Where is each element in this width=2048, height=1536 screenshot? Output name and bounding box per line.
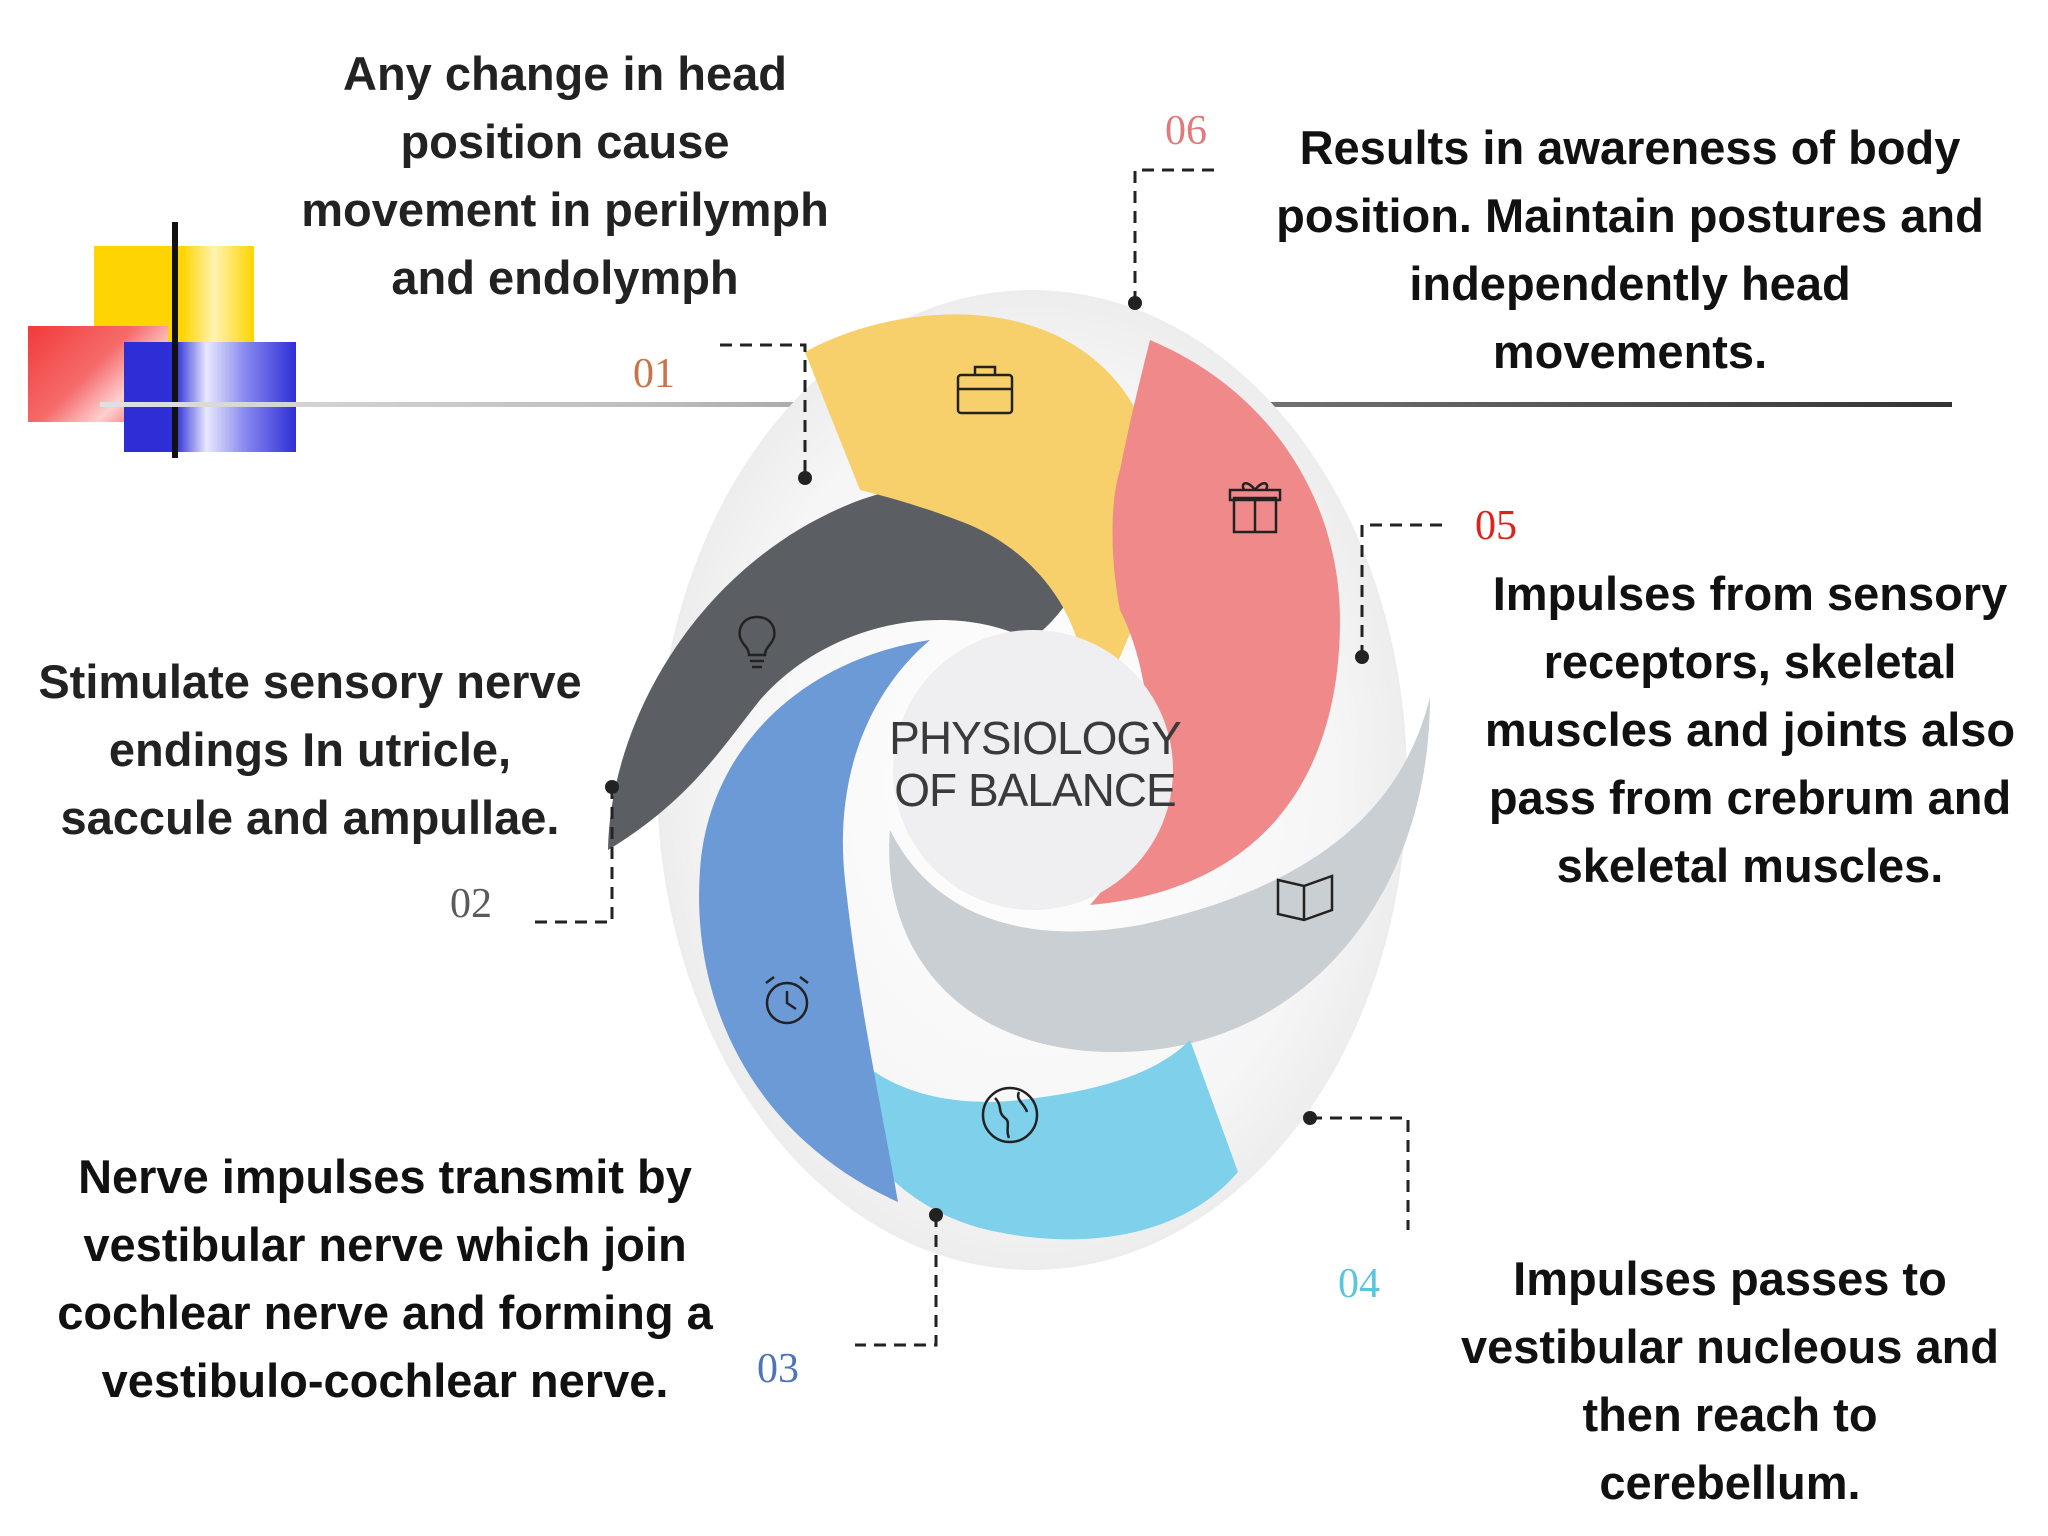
segment-dark-gray [608, 482, 1100, 850]
step-text-03: Nerve impulses transmit by vestibular ne… [20, 1143, 750, 1415]
connector-01 [720, 343, 807, 478]
step-01-line-4: and endolymph [391, 251, 739, 304]
diagram-title-line-2: OF BALANCE [894, 764, 1176, 816]
step-04-line-4: cerebellum. [1599, 1456, 1861, 1509]
connector-03 [855, 1215, 938, 1347]
step-05-line-3: muscles and joints also [1484, 703, 2016, 756]
step-text-06: Results in awareness of body position. M… [1250, 114, 2010, 386]
step-number-03: 03 [757, 1346, 799, 1392]
step-text-05: Impulses from sensory receptors, skeleta… [1460, 560, 2040, 900]
globe-icon [981, 1086, 1039, 1144]
segment-blue [699, 640, 930, 1202]
step-05-line-5: skeletal muscles. [1556, 839, 1944, 892]
connector-02 [530, 787, 614, 924]
step-03-line-4: vestibulo-cochlear nerve. [101, 1354, 669, 1407]
step-01-line-2: position cause [400, 115, 730, 168]
open-book-icon [1276, 874, 1334, 922]
step-01-line-3: movement in perilymph [301, 183, 829, 236]
step-number-04: 04 [1338, 1261, 1380, 1307]
step-02-line-3: saccule and ampullae. [60, 791, 560, 844]
step-number-05: 05 [1475, 503, 1517, 549]
step-06-line-4: movements. [1492, 325, 1768, 378]
connector-04 [1310, 1116, 1410, 1230]
connector-05 [1360, 523, 1450, 657]
connector-06 [1133, 168, 1220, 303]
step-04-line-1: Impulses passes to [1513, 1252, 1947, 1305]
step-text-02: Stimulate sensory nerve endings In utric… [10, 648, 610, 852]
step-06-line-3: independently head [1409, 257, 1851, 310]
diagram-title: PHYSIOLOGY OF BALANCE [880, 712, 1190, 816]
step-text-04: Impulses passes to vestibular nucleous a… [1440, 1245, 2020, 1517]
connector-dot-05 [1355, 650, 1369, 664]
connector-lines [530, 168, 1450, 1347]
step-05-line-2: receptors, skeletal [1543, 635, 1957, 688]
step-02-line-1: Stimulate sensory nerve [38, 655, 582, 708]
diagram-title-line-1: PHYSIOLOGY [889, 712, 1182, 764]
step-03-line-2: vestibular nerve which join [83, 1218, 687, 1271]
decorative-logo [28, 222, 296, 458]
logo-vertical-line [172, 222, 178, 458]
step-04-line-2: vestibular nucleous and [1460, 1320, 2000, 1373]
step-01-line-1: Any change in head [343, 47, 787, 100]
center-circle [893, 630, 1173, 910]
step-06-line-1: Results in awareness of body [1299, 121, 1961, 174]
connector-dot-01 [798, 471, 812, 485]
step-number-01: 01 [633, 351, 675, 397]
segment-light-blue [827, 1010, 1238, 1240]
step-number-02: 02 [450, 881, 492, 927]
connector-dots [605, 296, 1369, 1222]
lightbulb-icon [738, 615, 776, 669]
gift-box-icon [1228, 482, 1282, 534]
step-04-line-3: then reach to [1582, 1388, 1878, 1441]
step-06-line-2: position. Maintain postures and [1276, 189, 1984, 242]
step-03-line-3: cochlear nerve and forming a [57, 1286, 713, 1339]
connector-dot-04 [1303, 1111, 1317, 1125]
connector-dot-06 [1128, 296, 1142, 310]
segment-yellow [805, 314, 1154, 697]
step-number-06: 06 [1165, 108, 1207, 154]
logo-blue-block [124, 342, 296, 452]
step-02-line-2: endings In utricle, [108, 723, 512, 776]
connector-dot-03 [929, 1208, 943, 1222]
segment-silver [889, 697, 1430, 1053]
step-05-line-1: Impulses from sensory [1492, 567, 2008, 620]
briefcase-icon [956, 365, 1014, 415]
step-03-line-1: Nerve impulses transmit by [78, 1150, 692, 1203]
step-text-01: Any change in head position cause moveme… [250, 40, 880, 312]
alarm-clock-icon [765, 976, 809, 1025]
step-05-line-4: pass from crebrum and [1488, 771, 2012, 824]
connector-dot-02 [605, 780, 619, 794]
